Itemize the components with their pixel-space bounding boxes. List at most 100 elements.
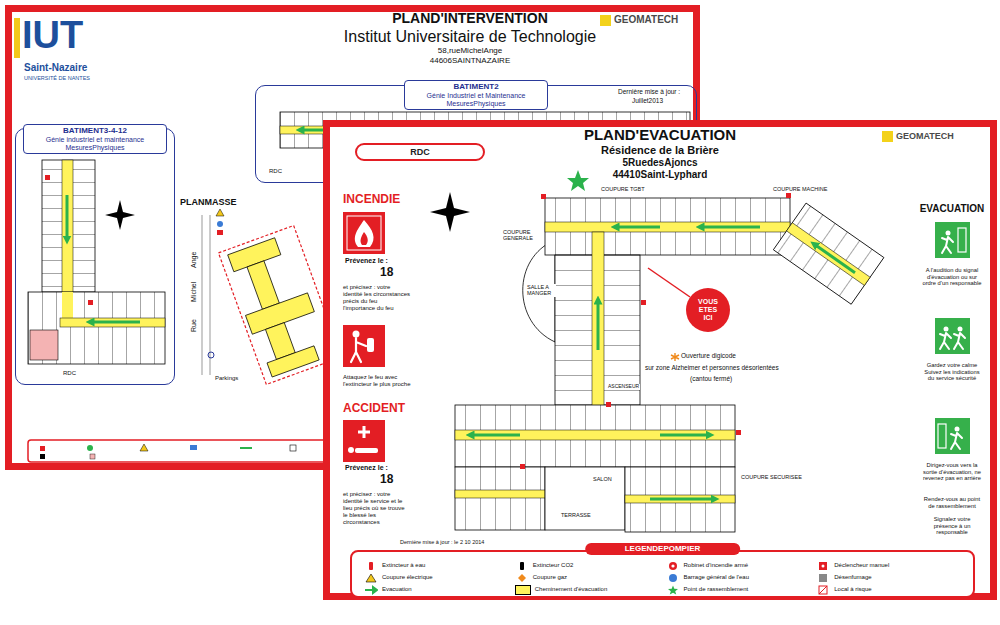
evacuation-icon [935,418,970,454]
compass-rose [430,192,470,232]
legend-item: Extincteur à eau [364,561,509,571]
section-title: EVACUATION [919,203,985,215]
instruction: et précisez : votre identité le service … [343,491,411,525]
legend-grid: Extincteur à eau Extincteur CO2 Robinet d'… [364,561,961,595]
floor-plan [545,198,790,255]
floor-plan [641,300,646,305]
site-plan [217,221,223,227]
fire-icon [361,232,368,245]
legend-symbol [816,573,830,583]
logo-text: UNIVERSITÉ DE NANTES [24,75,90,81]
extinguisher-icon [343,325,385,367]
site-plan [208,352,214,358]
poster-subtitle: Résidence de la Brière [584,144,736,157]
legend-strip [90,454,95,459]
floor-plan [455,170,884,532]
legend-symbol [364,573,378,583]
panel-subtitle: Génie industriel et maintenance MesuresP… [30,136,160,153]
floor-plan [625,495,735,503]
legend-text: Cheminement d'évacuation [535,586,608,593]
legend-symbol [666,561,680,571]
extinguisher-icon [343,325,385,367]
legend-item: Coupure électrique [364,573,509,583]
floor-plan [470,434,520,437]
site-plan [267,346,319,377]
legend-text: Extincteur à eau [382,562,425,569]
floor-plan [700,226,760,229]
legend-item: Robinet d'incendie armé [666,561,811,571]
floor-plan [545,467,625,530]
legend-item: Local à risque [816,585,961,595]
building-plan [66,195,69,240]
evacuation-icon [935,222,970,454]
building-plan [45,175,50,180]
instruction: et précisez : votre identité les circons… [343,284,411,312]
room-label: COUPURE GENERALE [502,229,544,242]
evacuation-icon [935,222,970,258]
floor-name: RDC [62,370,77,377]
title-block: PLAND'INTERVENTIONInstitut Universitaire… [344,10,596,65]
logo-bar [14,18,20,58]
floor-plan [625,467,735,532]
evacuation-icon [942,237,953,253]
legend-text: Barrage général de l'eau [684,574,750,581]
logo-text: IUT [22,14,83,58]
building-plan [42,160,95,292]
legend-strip [240,447,252,449]
note: (cantou fermé) [690,375,732,382]
building-plan [62,292,73,319]
instruction: Prévenez le : [345,464,388,472]
legend-symbol [666,585,680,595]
floor-plan [786,193,791,198]
instruction: Attaquez le feu avec l'extincteur le plu… [343,374,411,388]
floor-plan [606,402,611,407]
logo-square [882,131,893,142]
logo-text: Saint-Nazaire [24,62,87,74]
poster-title: PLAND'INTERVENTION [344,10,596,27]
emergency-number: 18 [380,266,393,280]
evacuation-icon [946,231,951,236]
floor-plan [545,222,790,232]
floor-name: RDC [268,168,283,175]
note: Ouverture digicode [681,352,736,359]
update-date: Juillet2013 [632,97,663,104]
building-plan [60,318,165,327]
legend-strip [140,444,148,451]
legend-strip [40,454,45,459]
instruction: Gardez votre calme Suivez les indication… [921,362,983,382]
room-label: SALON [592,476,613,482]
fire-icon [343,212,385,254]
floor-plan [671,353,679,361]
legend-swatch [515,585,531,595]
floor-plan [520,464,525,469]
site-plan [202,215,203,375]
legend-item: Evacuation [364,585,509,595]
address-line: 44410Saint-Lyphard [584,169,736,181]
floor-plan [541,194,546,199]
fire-icon [343,212,385,254]
legend-item: Désenfumage [816,573,961,583]
street-name: Rue [190,319,198,332]
room-label: SALLE A MANGER [526,284,556,297]
legend-text: Déclencheur manuel [834,562,889,569]
legend-item: Extincteur CO2 [515,561,660,571]
fire-icon [347,216,381,250]
legend-strip [28,440,348,462]
building-plan [28,292,165,364]
floor-plan [814,244,855,273]
legend-header: LEGENDEPOMPIER [585,543,741,555]
accident-icon [358,426,370,438]
extinguisher-icon [353,331,360,338]
address-line: 58,rueMichelAnge [344,46,596,56]
legend-item: Point de rassemblement [666,585,811,595]
floor-plan [773,203,884,304]
legend-box: LEGENDEPOMPIERExtincteur à eauExtincteur… [350,550,975,598]
site-plan [210,215,211,375]
floor-plan [615,226,660,229]
room-label: COUPURE MACHINE [772,186,828,192]
room-label: ASCENSEUR [607,384,640,390]
site-plan [216,209,224,216]
floor-plan [455,467,545,530]
legend-symbol [666,573,680,583]
update-note: Dernière mise à jour : le 2 10 2014 [400,539,484,545]
